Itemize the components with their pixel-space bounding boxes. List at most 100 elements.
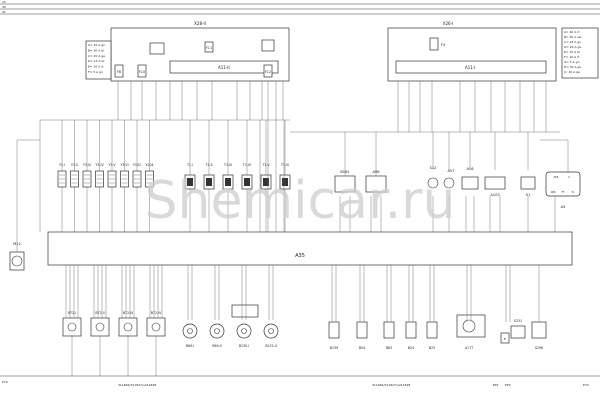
ignition-coil-core [244,178,250,186]
knock-sensor-label: B72-IV [151,311,162,315]
rail-15-label: 15 [2,0,6,4]
fuse-f4-label: F4 [441,43,445,47]
part-a103 [484,176,506,190]
module-a11-i-label: A11-I [465,65,475,70]
footer-ep2-label: EP2 [505,383,511,387]
knock-sensor-label: B72-III [123,311,133,315]
part-a16 [461,176,479,190]
fuse-f4-icon [429,37,439,51]
position-sensor-core [241,328,247,334]
sensor-a96-label: A96 [372,170,380,174]
position-sensor-core [268,328,274,334]
position-sensor-icon [182,323,198,339]
fuse-f12-label: F12 [265,70,271,74]
knock-sensor-icon [146,317,166,337]
fuse-legend-x28-row: F= 5 A gn [88,70,103,74]
engine-sensor-icon [356,321,368,339]
fuse-f8-label: F8 [117,70,121,74]
motor-m12-icon [11,255,23,267]
fuse-legend-x26-row: G= 5 A gn [564,60,580,64]
ignition-coil-label: T1-I [186,163,193,167]
knock-sensor-icon [90,317,110,337]
fuse-f10-label: F10 [139,70,145,74]
a5-ft-label: FT [562,191,565,194]
footer-e74-label: E74 [583,383,589,387]
part-a103-label: A103 [490,193,499,197]
ignition-coil-label: T1-III [223,163,232,167]
knock-sensor-label: B72-II [95,311,104,315]
ground-point-e-label: E [504,337,506,341]
ignition-coil-core [225,178,231,186]
ignition-coil-core [206,178,212,186]
switch-s231 [510,325,526,339]
knock-sensor-label: B72-I [68,311,76,315]
connector-x1-label: X1 [526,193,531,197]
relay-icon-2 [261,39,275,52]
fuse-f11-icon [204,41,214,53]
engine-sensor-label: B83 [386,346,392,350]
connector-x1 [520,176,536,190]
injector-label: Y3-V [108,163,116,167]
ignition-coil-label: T1-II [204,163,212,167]
footer-left-label: 311826/311827/u211828 [118,383,156,387]
fuse-legend-x26-row: D= 20 A ge [564,45,581,49]
module-a177-icon [462,319,476,333]
fuse-legend-x26-row: F= 10 A rt [564,55,580,59]
engine-sensor-label: B25 [429,346,435,350]
fuse-legend-x26-row: H= 30 A gn [564,65,581,69]
knock-sensor-disc [123,322,133,332]
rail-30-label: 30 [2,5,6,9]
a5-c-label: C [568,175,570,179]
fusebox-x26-label: X26-I [443,21,453,26]
fuse-legend-x28-row: E= 10 A rt [88,65,104,69]
footer-ep1-label: EP1 [493,383,499,387]
module-a11-i [395,60,547,74]
position-sensor-icon [209,323,225,339]
knock-sensor-group: B72-I B72-II B72-III B72-IV [62,311,166,337]
position-sensor-label: B130-I [239,344,249,348]
fuse-f12-icon [263,64,273,78]
switch-s12-icon [427,177,439,189]
fuse-f10-icon [137,64,147,78]
engine-sensor-icon [328,321,340,339]
ignition-coil-core [263,178,269,186]
position-sensor-core [214,328,220,334]
fusebox-x28-label: X28-II [194,21,206,26]
fuse-f11-label: F11 [206,46,212,50]
watermark: Shemicar.ru [145,171,456,231]
position-sensor-label: B132-II [265,344,276,348]
engine-sensor-label: B139 [330,346,338,350]
switch-s298 [531,321,547,339]
ground-rail-label: E70 [2,380,8,384]
a5-tl-label: TL [572,191,575,194]
engine-sensor-label: B24 [408,346,414,350]
module-a11-ii [169,60,279,74]
engine-sensor-label: B54 [359,346,365,350]
fuse-legend-x26-row: J= 10 A ge [563,70,580,74]
sensor-bracket [231,304,259,318]
ignition-coil-core [187,178,193,186]
fuse-legend-x28-row: B= 30 A bl [88,48,104,52]
knock-sensor-disc [95,322,105,332]
part-a57-label: A57 [447,169,454,173]
fuse-legend-x26-row: A= 40 A rt [564,30,581,34]
engine-sensor-icon [426,321,438,339]
footer-right-label: 311826/311827/u211828 [372,383,410,387]
part-a57-icon [443,177,455,189]
knock-sensor-icon [62,317,82,337]
engine-sensor-icon [383,321,395,339]
position-sensor-icon [263,323,279,339]
a5-abs-label: ABS [551,191,556,194]
fuse-legend-x28-row: A= 25 A gn [88,43,105,47]
rail-31-label: 31 [2,10,6,14]
relay-icon [149,42,165,55]
fuse-legend-x28-row: D= 15 A bl [88,59,104,63]
wire-bundle [16,81,569,376]
injector-label: Y3-IV [95,163,104,167]
fuse-legend-x28 [85,40,112,80]
ignition-coil-core [282,178,288,186]
